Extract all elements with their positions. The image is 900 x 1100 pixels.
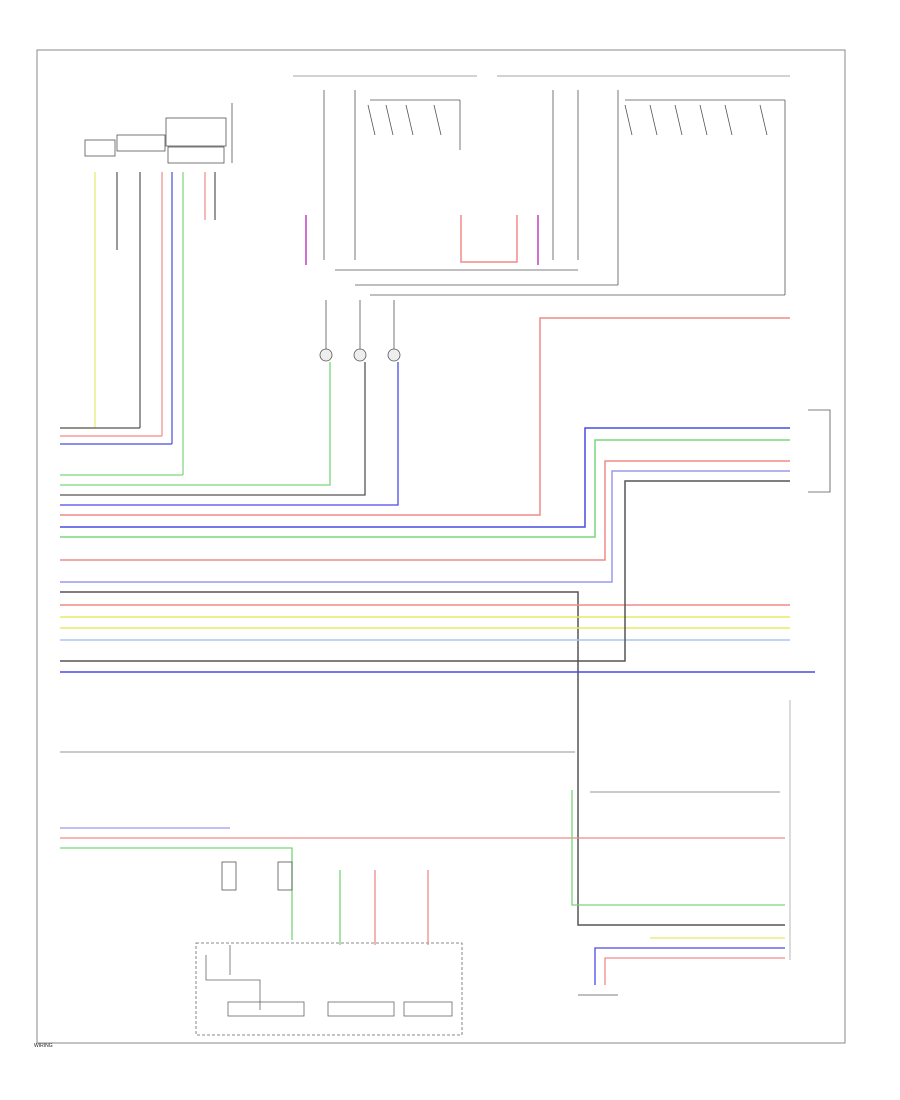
footer-label: WIRING bbox=[34, 1043, 53, 1049]
top-left-components bbox=[84, 103, 233, 164]
bus-wires bbox=[60, 317, 815, 926]
ecm-box bbox=[195, 942, 463, 1036]
top-color-leads bbox=[305, 215, 539, 265]
right-connector bbox=[808, 409, 831, 493]
diagram-frame bbox=[36, 49, 846, 1044]
top-left-vertical-wires bbox=[94, 172, 216, 475]
switch-group-center bbox=[323, 90, 461, 260]
lower-right-leads bbox=[594, 937, 785, 985]
ecm-leads bbox=[339, 870, 429, 945]
sensors-lower-left bbox=[221, 861, 293, 891]
switch-group-right bbox=[552, 90, 786, 295]
gauge-cluster bbox=[319, 300, 401, 362]
lower-wires bbox=[60, 751, 785, 940]
left-turn-wires bbox=[60, 427, 183, 476]
upper-junctions bbox=[335, 269, 785, 296]
gauge-downlinks bbox=[60, 362, 399, 506]
